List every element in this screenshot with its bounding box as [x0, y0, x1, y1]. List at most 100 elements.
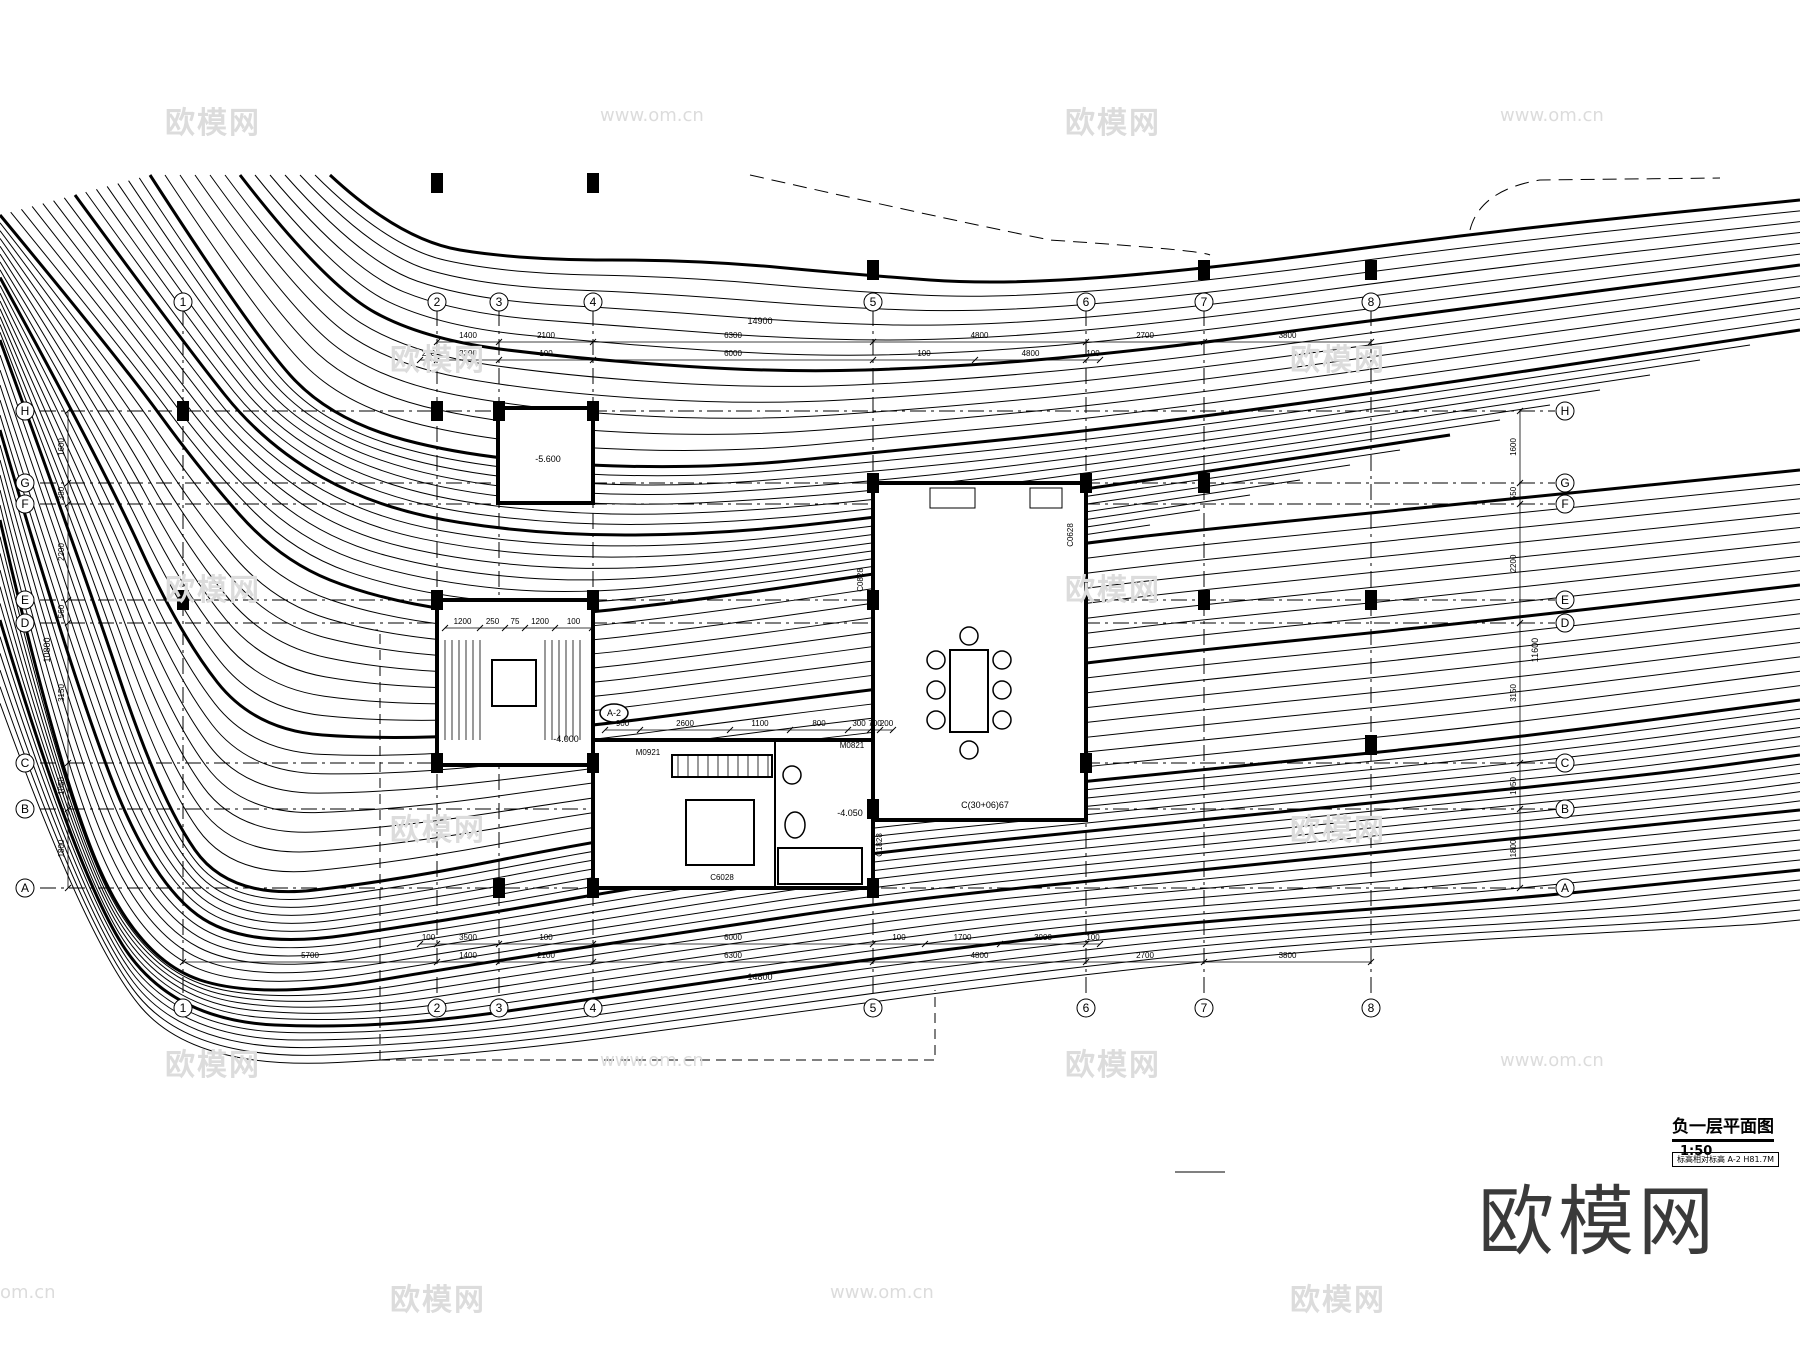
- dimension-label: 800: [812, 719, 826, 728]
- site-boundary: [380, 990, 936, 1061]
- contour-line: [0, 285, 1800, 756]
- contour-line: [0, 245, 1800, 674]
- drawing-title-block: 负一层平面图 1:50: [1672, 1112, 1800, 1160]
- axis-bubble: [1555, 473, 1575, 493]
- chair: [992, 680, 1012, 700]
- kitchen-stove: [1029, 487, 1063, 509]
- contour-line: [194, 174, 1800, 419]
- dimension-label: 6300: [724, 331, 742, 340]
- dimension-label: 3800: [1279, 951, 1297, 960]
- contour-line: [0, 703, 1800, 1064]
- dimension-total: 11600: [1530, 638, 1540, 662]
- watermark-url: www.om.cn: [830, 1282, 934, 1303]
- contour-line: [0, 619, 1800, 1028]
- axis-bubble: [1361, 998, 1381, 1018]
- brand-watermark-large: 欧模网: [1478, 1177, 1718, 1266]
- contour-line: [254, 174, 1800, 356]
- dimension-tick: [64, 884, 72, 892]
- dimension-tick: [869, 958, 877, 966]
- dimension-label: 200: [880, 719, 894, 728]
- dimension-tick: [64, 500, 72, 508]
- axis-bubble: [15, 878, 35, 898]
- axis-bubble: [1194, 292, 1214, 312]
- chair: [992, 710, 1012, 730]
- axis-column-label: 4: [590, 1001, 597, 1015]
- dimension-label: 1200: [531, 617, 549, 626]
- dimension-tick: [1082, 958, 1090, 966]
- axis-row-label: G: [20, 476, 29, 490]
- dimension-total: 14800: [747, 972, 772, 982]
- axis-bubble: [173, 292, 193, 312]
- washbasin: [782, 765, 802, 785]
- axis-row-label: G: [1560, 476, 1569, 490]
- axis-bubble: [15, 494, 35, 514]
- room-tag-bubble: [599, 703, 629, 723]
- contour-line: [269, 174, 1800, 341]
- elevation-label: -4.000: [553, 734, 579, 744]
- axis-column-label: 6: [1083, 295, 1090, 309]
- contour-line: [10, 211, 1151, 604]
- dimension-tick: [1096, 356, 1104, 364]
- contour-line: [0, 214, 1800, 617]
- axis-column-label: 8: [1368, 295, 1375, 309]
- dimension-tick: [869, 940, 877, 948]
- dimension-label: 1100: [751, 719, 769, 728]
- contour-line: [314, 174, 1800, 297]
- dimension-label: 6000: [724, 933, 742, 942]
- bathtub: [777, 847, 863, 885]
- dimension-tick: [866, 726, 874, 734]
- dimension-label: 1600: [1509, 438, 1518, 456]
- structural-column: [1198, 260, 1210, 280]
- chair: [926, 710, 946, 730]
- axis-bubble: [489, 292, 509, 312]
- axis-bubble: [15, 590, 35, 610]
- contour-line: [117, 183, 1651, 495]
- contour-line: [284, 174, 1800, 326]
- axis-bubble: [1076, 998, 1096, 1018]
- axis-bubble: [1555, 401, 1575, 421]
- axis-row-label: F: [1561, 497, 1568, 511]
- watermark-url: www.om.cn: [1500, 1050, 1604, 1071]
- dimension-tick: [64, 407, 72, 415]
- watermark-url: www.om.cn: [600, 1050, 704, 1071]
- dimension-label: 3000: [1034, 933, 1052, 942]
- dimension-tick: [1082, 338, 1090, 346]
- dimension-label: 2200: [1509, 554, 1518, 572]
- axis-row-label: D: [1561, 616, 1570, 630]
- contour-line: [224, 174, 1800, 387]
- contour-line: [0, 230, 1800, 645]
- dimension-tick: [1096, 940, 1104, 948]
- drawing-scale: 1:50: [1680, 1144, 1713, 1159]
- contour-line: [164, 174, 1800, 451]
- dining-hall: [871, 481, 1088, 822]
- axis-column-label: 6: [1083, 1001, 1090, 1015]
- dimension-label: 1600: [57, 438, 66, 456]
- dimension-tick: [1082, 356, 1090, 364]
- dimension-label: 550: [1509, 486, 1518, 500]
- dimension-label: 700: [868, 719, 882, 728]
- structural-column: [587, 753, 599, 773]
- axis-bubble: [15, 799, 35, 819]
- watermark-url: www.om.cn: [1500, 105, 1604, 126]
- axis-column-label: 3: [496, 295, 503, 309]
- dimension-label: 300: [852, 719, 866, 728]
- axis-row-label: C: [1561, 756, 1570, 770]
- window-label: C6028: [710, 873, 734, 882]
- contour-line: [0, 586, 1800, 1014]
- structural-column: [1365, 735, 1377, 755]
- dimension-tick: [589, 958, 597, 966]
- structural-column: [1198, 473, 1210, 493]
- dimension-tick: [64, 759, 72, 767]
- contour-line: [0, 569, 1800, 1008]
- structural-column: [867, 878, 879, 898]
- watermark-brand: 欧模网: [1065, 573, 1161, 608]
- door-label: M0921: [636, 748, 661, 757]
- watermark-brand: 欧模网: [165, 106, 261, 141]
- axis-bubble: [1076, 292, 1096, 312]
- dimension-label: 1200: [454, 617, 472, 626]
- dimension-label: 1700: [954, 933, 972, 942]
- wardrobe: [671, 754, 773, 778]
- dimension-tick: [889, 726, 897, 734]
- dimension-tick: [1200, 958, 1208, 966]
- dimension-label: 2100: [537, 331, 555, 340]
